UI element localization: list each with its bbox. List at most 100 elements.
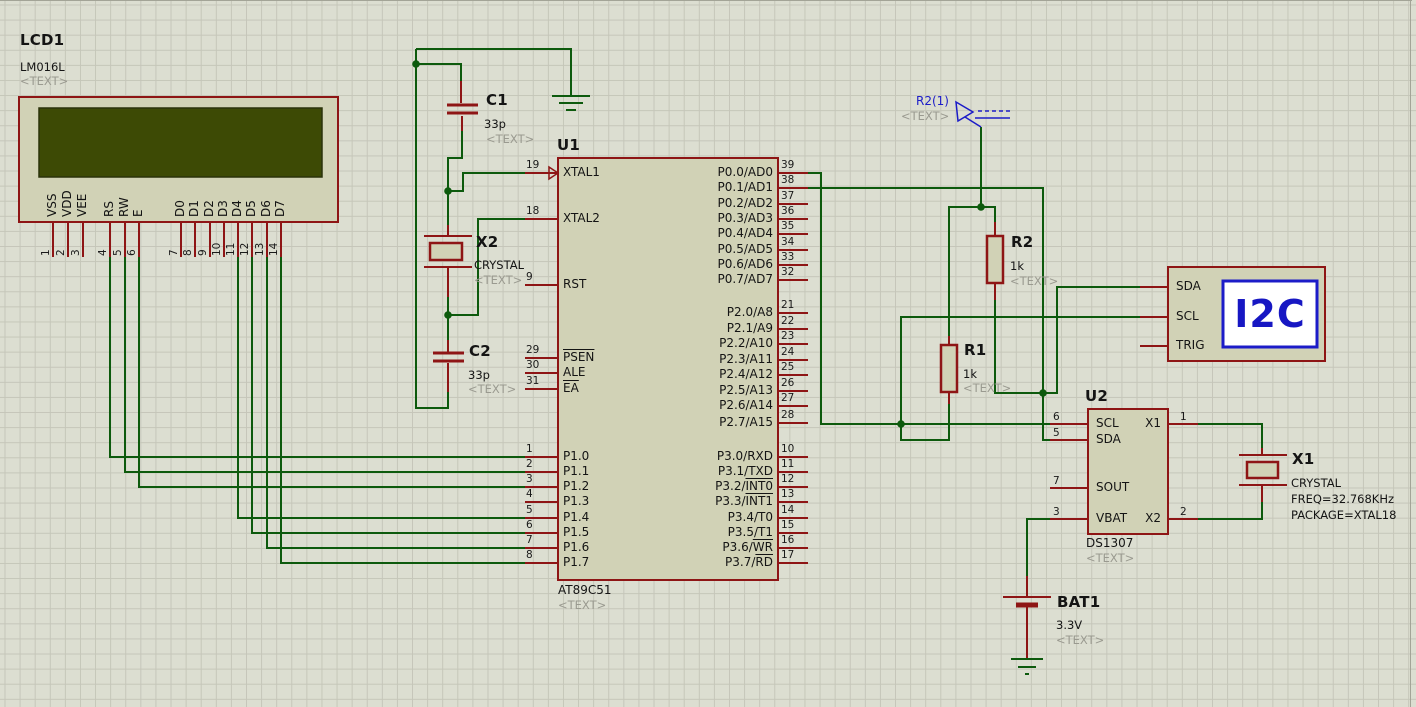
net-xtal1[interactable] bbox=[448, 172, 525, 192]
net-scl-i2c[interactable] bbox=[900, 316, 1140, 424]
u1-pin-number: 11 bbox=[781, 458, 795, 470]
net-lcd-d5[interactable] bbox=[251, 257, 525, 534]
u1-pin-name: EA bbox=[563, 382, 579, 395]
net-lcd-d7[interactable] bbox=[280, 257, 525, 564]
u1-pin-name: P0.7/AD7 bbox=[640, 273, 773, 286]
u1-pin-number: 18 bbox=[526, 205, 540, 217]
u1-pin-name: ALE bbox=[563, 366, 585, 379]
u1-pin-name: P3.5/T1 bbox=[640, 526, 773, 539]
lcd1-ref: LCD1 bbox=[20, 31, 65, 49]
pin-label-text: P0.6/AD6 bbox=[717, 257, 773, 271]
u1-pin-name: P2.1/A9 bbox=[640, 322, 773, 335]
lcd1-pin-number: 6 bbox=[126, 249, 138, 256]
u1-pin-name: P0.6/AD6 bbox=[640, 258, 773, 271]
pin-label-text: P3.4/T0 bbox=[727, 510, 773, 524]
u2-ref: U2 bbox=[1085, 387, 1109, 405]
net-u2-x2[interactable] bbox=[1198, 502, 1263, 520]
power-terminal-placeholder: <TEXT> bbox=[901, 109, 950, 123]
u2-pin-number: 2 bbox=[1180, 506, 1187, 518]
u1-pin-number: 5 bbox=[526, 504, 533, 516]
lcd1-model: LM016L bbox=[20, 60, 65, 74]
pin-label-text: P2.0/A8 bbox=[726, 305, 773, 319]
u1-pin-name: P2.4/A12 bbox=[640, 368, 773, 381]
u1-pin-number: 25 bbox=[781, 361, 795, 373]
wire-junction-dot bbox=[1039, 389, 1047, 397]
net-vbat[interactable] bbox=[1026, 518, 1050, 576]
u1-pin-name: P2.3/A11 bbox=[640, 353, 773, 366]
lcd1-pin-number: 14 bbox=[268, 242, 280, 256]
u1-pin-name: P2.2/A10 bbox=[640, 337, 773, 350]
net-scl-main[interactable] bbox=[808, 172, 1050, 425]
lcd1-pin-number: 7 bbox=[168, 249, 180, 256]
u2-body[interactable] bbox=[1087, 408, 1169, 535]
r1-body[interactable] bbox=[939, 343, 959, 394]
u1-pin-name: P0.1/AD1 bbox=[640, 181, 773, 194]
pin-label-text: P3.0/RXD bbox=[716, 449, 773, 463]
u1-pin-name: P1.0 bbox=[563, 450, 589, 463]
u1-pin-name: P3.3/INT1 bbox=[640, 495, 773, 508]
u1-pin-number: 2 bbox=[526, 458, 533, 470]
net-lcd-rw[interactable] bbox=[124, 257, 525, 473]
r2-text-placeholder: <TEXT> bbox=[1010, 274, 1059, 288]
net-u2-x1[interactable] bbox=[1198, 423, 1263, 448]
net-gnd-top[interactable] bbox=[416, 48, 572, 96]
u1-pin-number: 24 bbox=[781, 346, 795, 358]
net-lcd-e[interactable] bbox=[138, 257, 525, 488]
u1-pin-name: XTAL1 bbox=[563, 166, 600, 179]
x2-crystal-body[interactable] bbox=[428, 241, 464, 262]
u1-pin-name: P1.1 bbox=[563, 465, 589, 478]
u1-pin-name: P3.4/T0 bbox=[640, 511, 773, 524]
u1-pin-name: PSEN bbox=[563, 351, 594, 364]
wire-junction-dot bbox=[444, 311, 452, 319]
u1-pin-name: RST bbox=[563, 278, 586, 291]
pin-label-text: P2.5/A13 bbox=[719, 383, 773, 397]
u1-pin-number: 8 bbox=[526, 549, 533, 561]
u1-pin-number: 29 bbox=[526, 344, 540, 356]
net-sda-main[interactable] bbox=[808, 187, 1050, 441]
u1-pin-number: 37 bbox=[781, 190, 795, 202]
u1-pin-number: 32 bbox=[781, 266, 795, 278]
u1-pin-number: 28 bbox=[781, 409, 795, 421]
power-terminal-icon[interactable] bbox=[955, 100, 975, 123]
wire-junction-dot bbox=[977, 203, 985, 211]
net-lcd-rs[interactable] bbox=[109, 257, 525, 458]
net-gnd-rail[interactable] bbox=[415, 49, 449, 409]
pin-label-text: P2.3/A11 bbox=[719, 352, 773, 366]
net-xtal2[interactable] bbox=[448, 218, 525, 316]
u1-body[interactable] bbox=[557, 157, 779, 581]
u2-pin-number: 6 bbox=[1053, 411, 1060, 423]
u1-pin-name: P1.5 bbox=[563, 526, 589, 539]
lcd1-pin-number: 2 bbox=[55, 249, 67, 256]
pin-label-text: XTAL2 bbox=[563, 211, 600, 225]
x1-crystal-body[interactable] bbox=[1245, 460, 1280, 480]
net-lcd-d4[interactable] bbox=[237, 257, 525, 519]
sheet-top-border bbox=[0, 0, 1412, 1]
x1-freq: FREQ=32.768KHz bbox=[1291, 492, 1395, 506]
lcd1-pin-number: 4 bbox=[97, 249, 109, 256]
power-terminal-icon bbox=[964, 116, 982, 128]
pin-label-text: P1.1 bbox=[563, 464, 590, 478]
u1-pin-number: 38 bbox=[781, 174, 795, 186]
pin-label-text: P1.0 bbox=[563, 449, 590, 463]
net-lcd-d6[interactable] bbox=[266, 257, 525, 549]
pin-label-text: P3.5/T1 bbox=[727, 525, 773, 539]
u1-pin-number: 19 bbox=[526, 159, 540, 171]
u1-pin-number: 9 bbox=[526, 271, 533, 283]
lcd1-pin-number: 11 bbox=[225, 242, 237, 256]
u1-pin-number: 39 bbox=[781, 159, 795, 171]
net-xtal1-chain[interactable] bbox=[447, 131, 463, 225]
r2-body[interactable] bbox=[985, 234, 1005, 285]
lcd1-pin-name: D2 bbox=[202, 200, 216, 217]
net-power-rail[interactable] bbox=[948, 206, 996, 336]
u1-pin-name: P1.4 bbox=[563, 511, 589, 524]
lcd1-pin-number: 13 bbox=[254, 242, 266, 256]
u1-pin-number: 31 bbox=[526, 375, 540, 387]
lcd1-pin-name: RW bbox=[117, 197, 131, 217]
net-scl-r1[interactable] bbox=[900, 404, 950, 441]
net-sda-r2-i2c[interactable] bbox=[994, 286, 1140, 394]
u2-pin-number: 7 bbox=[1053, 475, 1060, 487]
net-c1-top[interactable] bbox=[416, 63, 462, 81]
pin-label-overlined: WR bbox=[752, 540, 773, 554]
